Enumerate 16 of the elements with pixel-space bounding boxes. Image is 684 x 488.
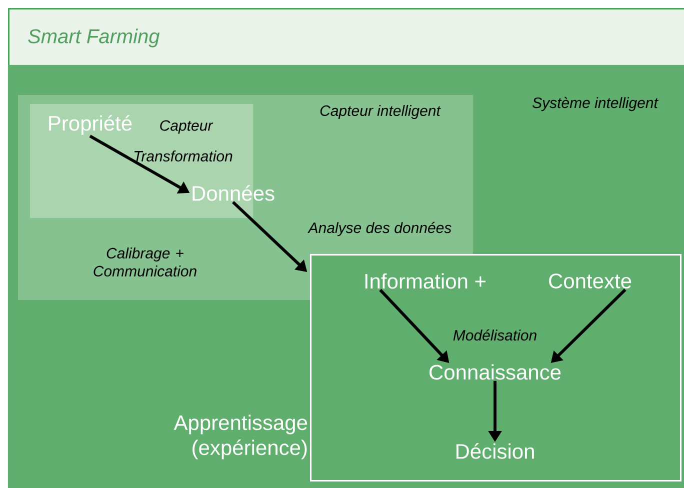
node-label: Capteur intelligent	[320, 105, 441, 119]
note: Calibrage + Communication	[94, 248, 196, 276]
node-label: Capteur	[160, 120, 214, 134]
title: Smart Farming	[28, 28, 160, 48]
edge-label: Transformation	[134, 150, 232, 162]
outlined-box	[310, 254, 682, 482]
node-label: Propriété	[49, 115, 132, 135]
node-label: Décision	[456, 443, 534, 459]
edge-label: Modélisation	[453, 329, 536, 341]
node-label: Connaissance	[430, 364, 561, 380]
node-label: Contexte	[549, 274, 632, 288]
node-label: Système intelligent	[532, 96, 658, 112]
edge-label: Analyse des données	[308, 222, 452, 236]
node-label: Données	[192, 185, 274, 201]
node-label: Information +	[365, 273, 486, 289]
note: Apprentissage (expérience)	[174, 414, 308, 460]
